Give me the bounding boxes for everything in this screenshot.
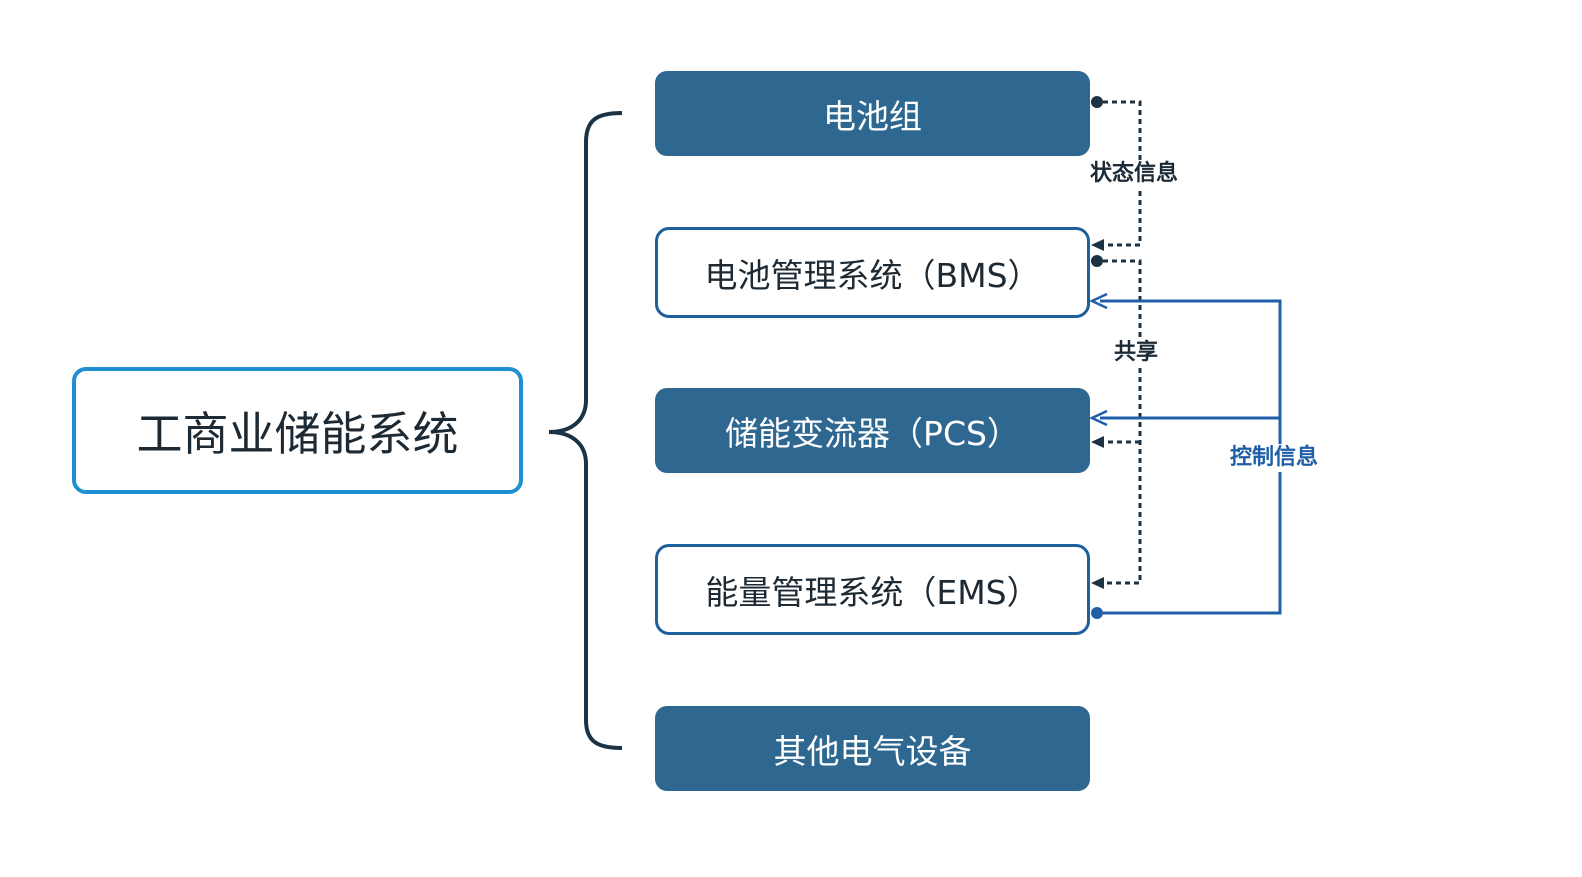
root-node: 工商业储能系统 [72,367,523,494]
shared-line [1091,255,1142,589]
root-label: 工商业储能系统 [136,406,459,461]
curly-brace [548,111,623,750]
node-bms: 电池管理系统（BMS） [655,227,1090,318]
arrowhead-icon [1089,409,1108,427]
arrowhead-icon [1091,436,1104,448]
node-label: 电池组 [823,96,922,136]
node-battery-pack: 电池组 [655,71,1090,156]
node-other-electrical: 其他电气设备 [655,706,1090,791]
node-pcs: 储能变流器（PCS） [655,388,1090,473]
control-info-label: 控制信息 [1230,444,1319,472]
node-label: 能量管理系统（EMS） [705,572,1040,612]
arrowhead-icon [1091,239,1104,251]
status-info-label: 状态信息 [1090,160,1179,188]
arrowhead-icon [1089,292,1108,310]
node-label: 其他电气设备 [773,731,972,771]
arrowhead-icon [1091,577,1104,589]
node-label: 储能变流器（PCS） [725,413,1020,453]
shared-label: 共享 [1114,339,1159,367]
node-label: 电池管理系统（BMS） [704,255,1041,295]
node-ems: 能量管理系统（EMS） [655,544,1090,635]
